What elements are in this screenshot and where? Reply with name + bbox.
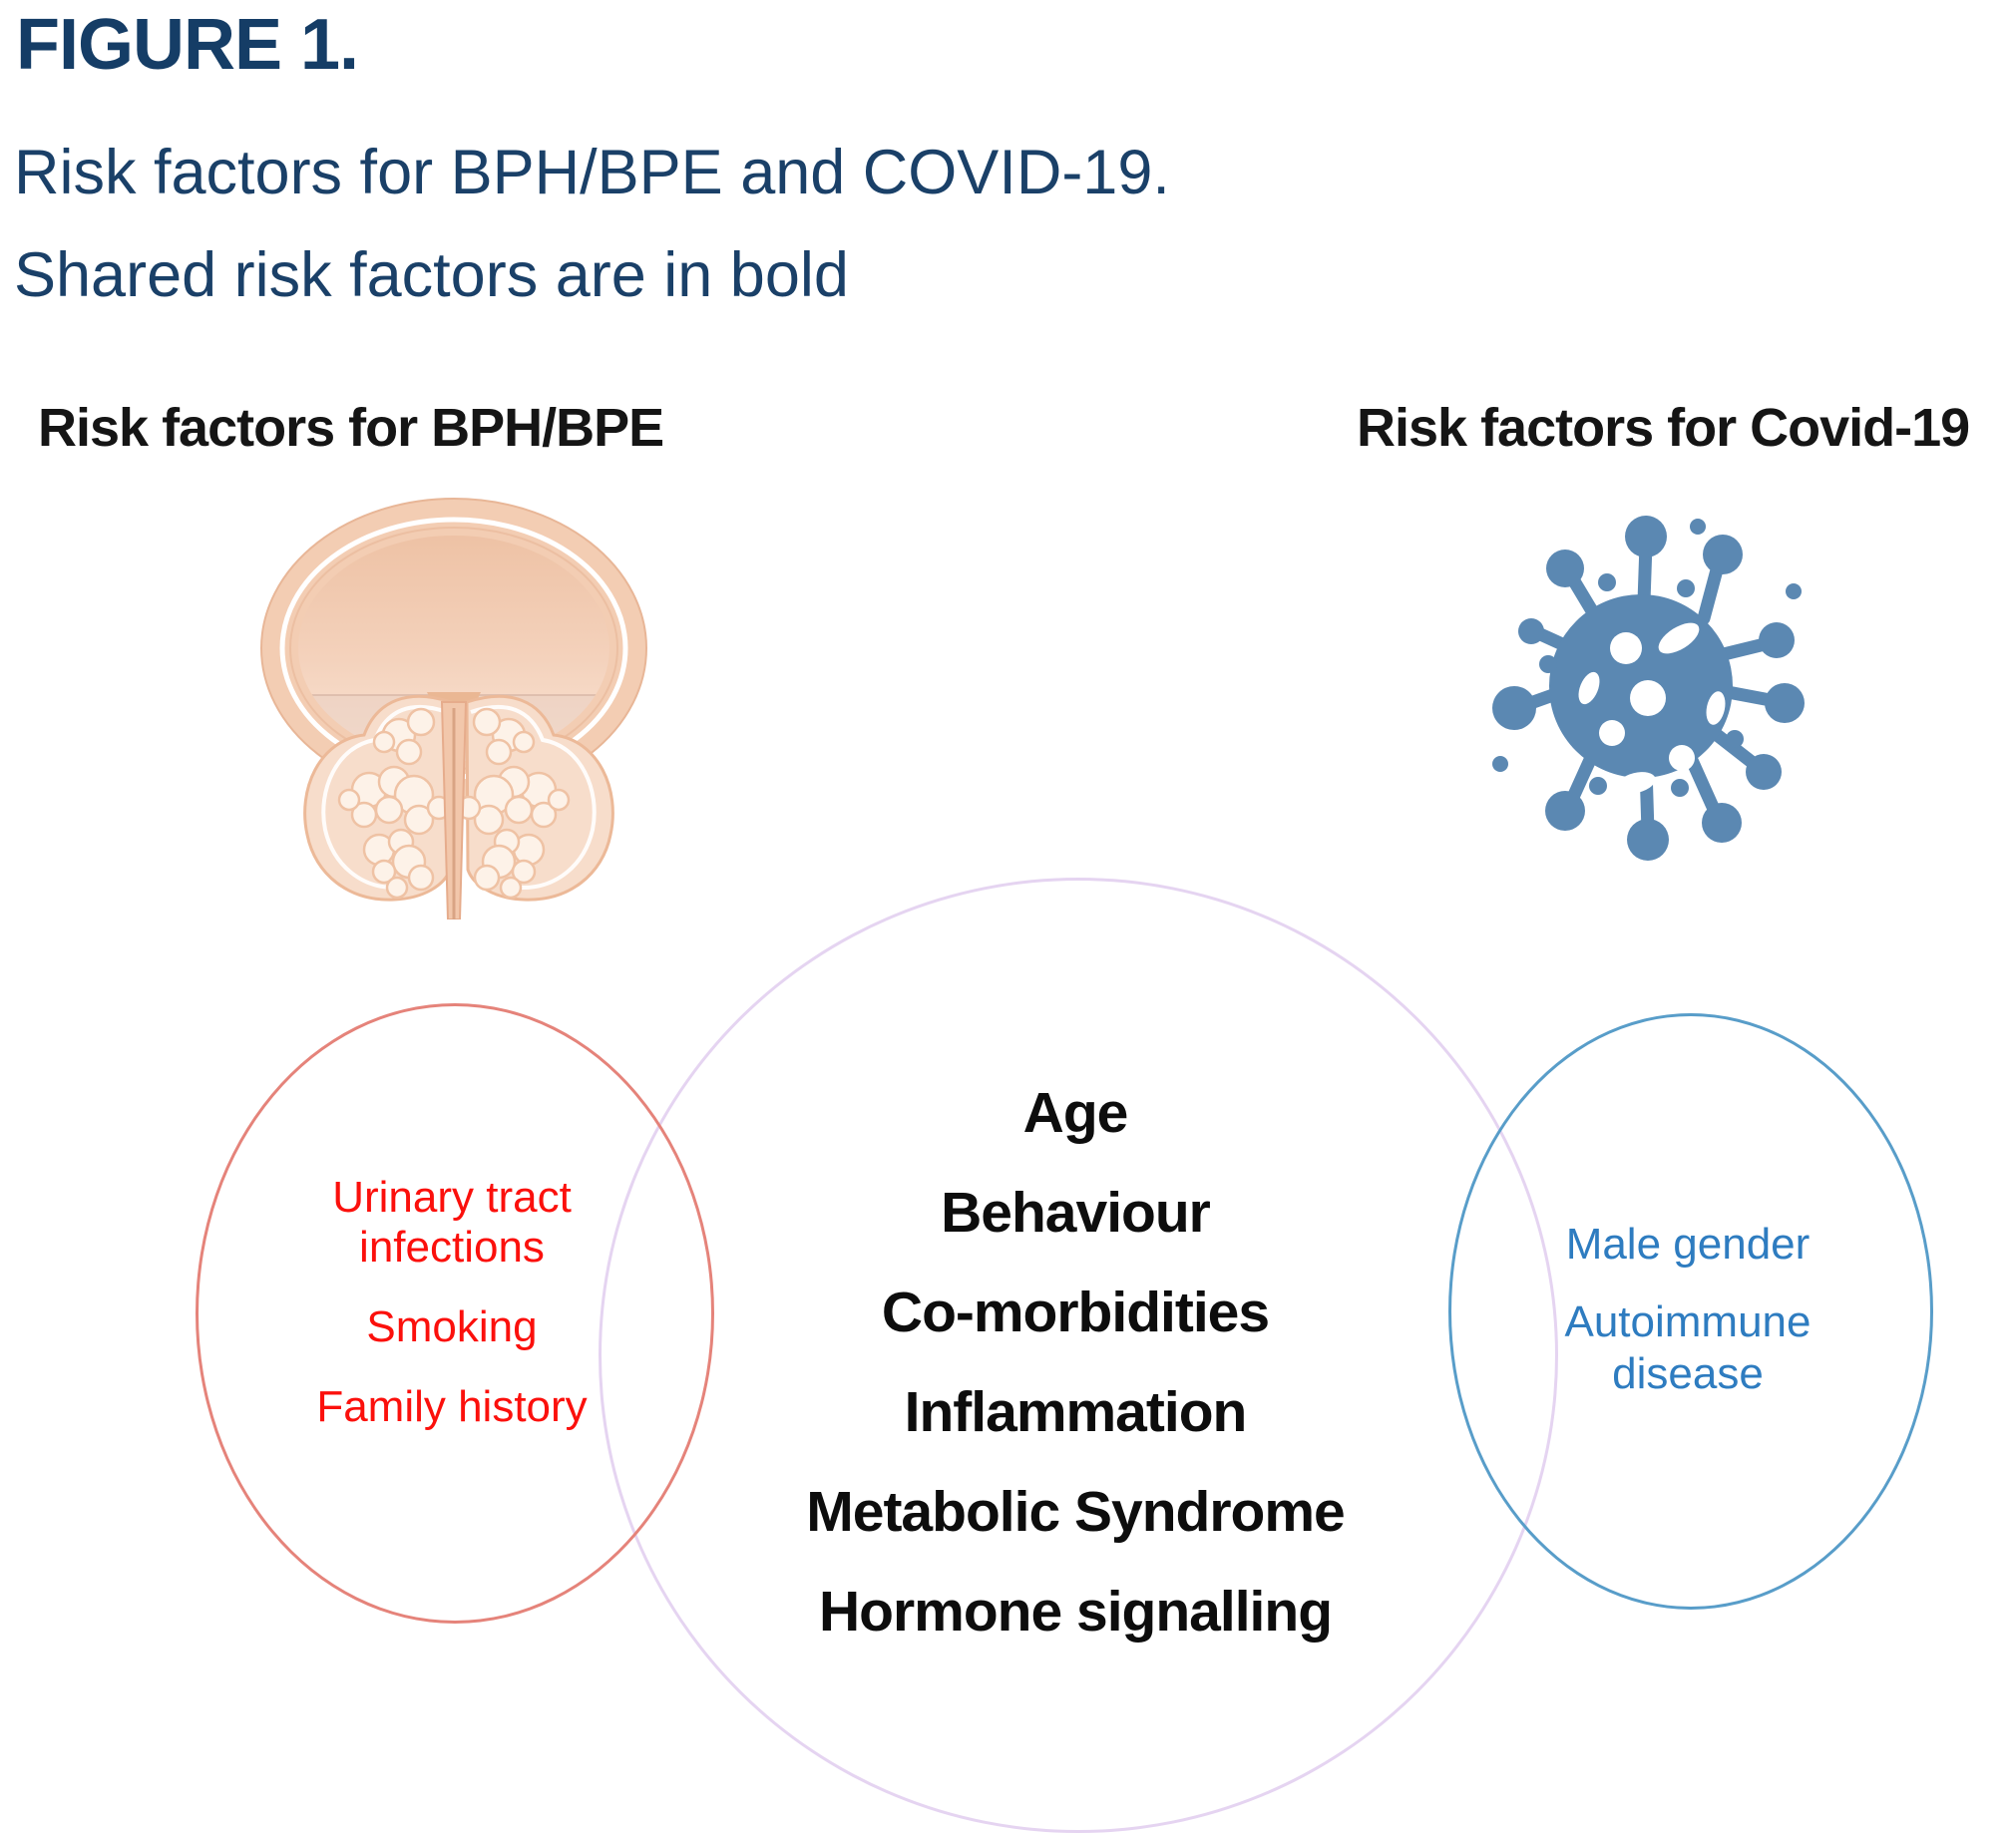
list-item: Co-morbidities (881, 1281, 1270, 1344)
venn-left-ellipse (196, 1003, 714, 1624)
list-item: Behaviour (941, 1181, 1211, 1245)
covid-column-header: Risk factors for Covid-19 (1357, 398, 1970, 458)
list-item: Metabolic Syndrome (806, 1480, 1345, 1544)
venn-right-ellipse (1448, 1013, 1933, 1610)
list-item: Family history (316, 1382, 588, 1431)
list-item: Age (1022, 1081, 1129, 1145)
bph-column-header: Risk factors for BPH/BPE (38, 398, 664, 458)
figure-caption-line2: Shared risk factors are in bold (14, 240, 849, 310)
list-item: Male gender (1565, 1220, 1811, 1269)
list-item: Smoking (366, 1302, 538, 1351)
virus-icon (1492, 516, 1805, 861)
prostate-illustration (249, 491, 668, 919)
list-item: Autoimmune disease (1564, 1297, 1812, 1398)
figure-caption: Risk factors for BPH/BPE and COVID-19. S… (14, 122, 1170, 327)
list-item: Urinary tract infections (332, 1173, 572, 1272)
figure-label: FIGURE 1. (16, 5, 359, 85)
figure-caption-line1: Risk factors for BPH/BPE and COVID-19. (14, 138, 1170, 207)
prostate-bladder-icon (260, 498, 647, 919)
list-item: Inflammation (904, 1380, 1248, 1444)
coronavirus-icon (1476, 497, 1820, 861)
list-item: Hormone signalling (818, 1580, 1333, 1644)
